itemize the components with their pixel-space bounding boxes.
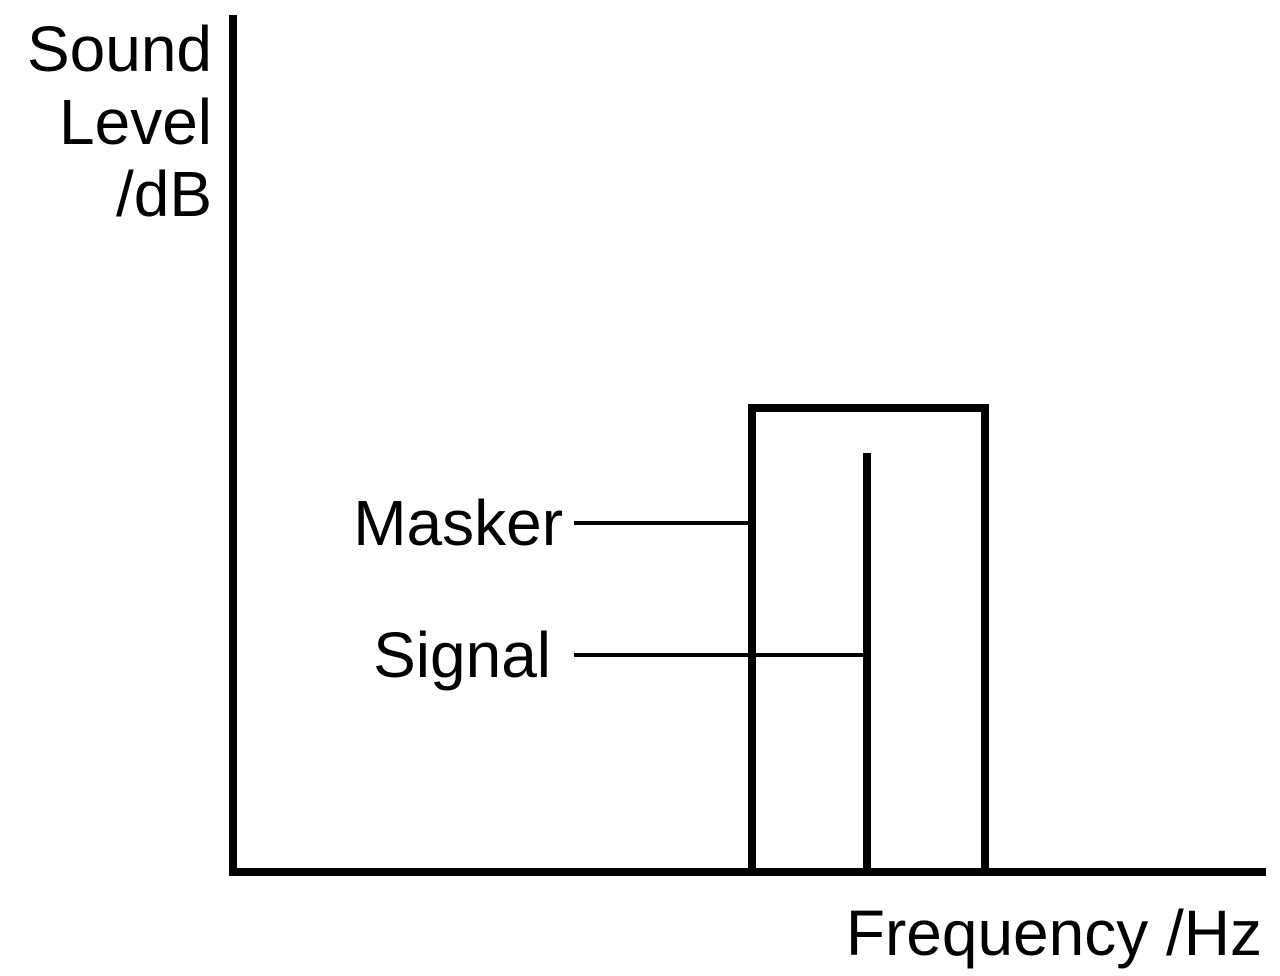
x-axis-label: Frequency /Hz: [846, 897, 1262, 969]
masker-band: [748, 404, 989, 872]
y-axis-label-line-3: /dB: [116, 158, 212, 230]
y-axis-label-line-2: Level: [59, 86, 212, 158]
masker-label: Masker: [353, 487, 563, 559]
y-axis-label-line-1: Sound: [27, 13, 212, 85]
signal-label: Signal: [373, 619, 551, 691]
